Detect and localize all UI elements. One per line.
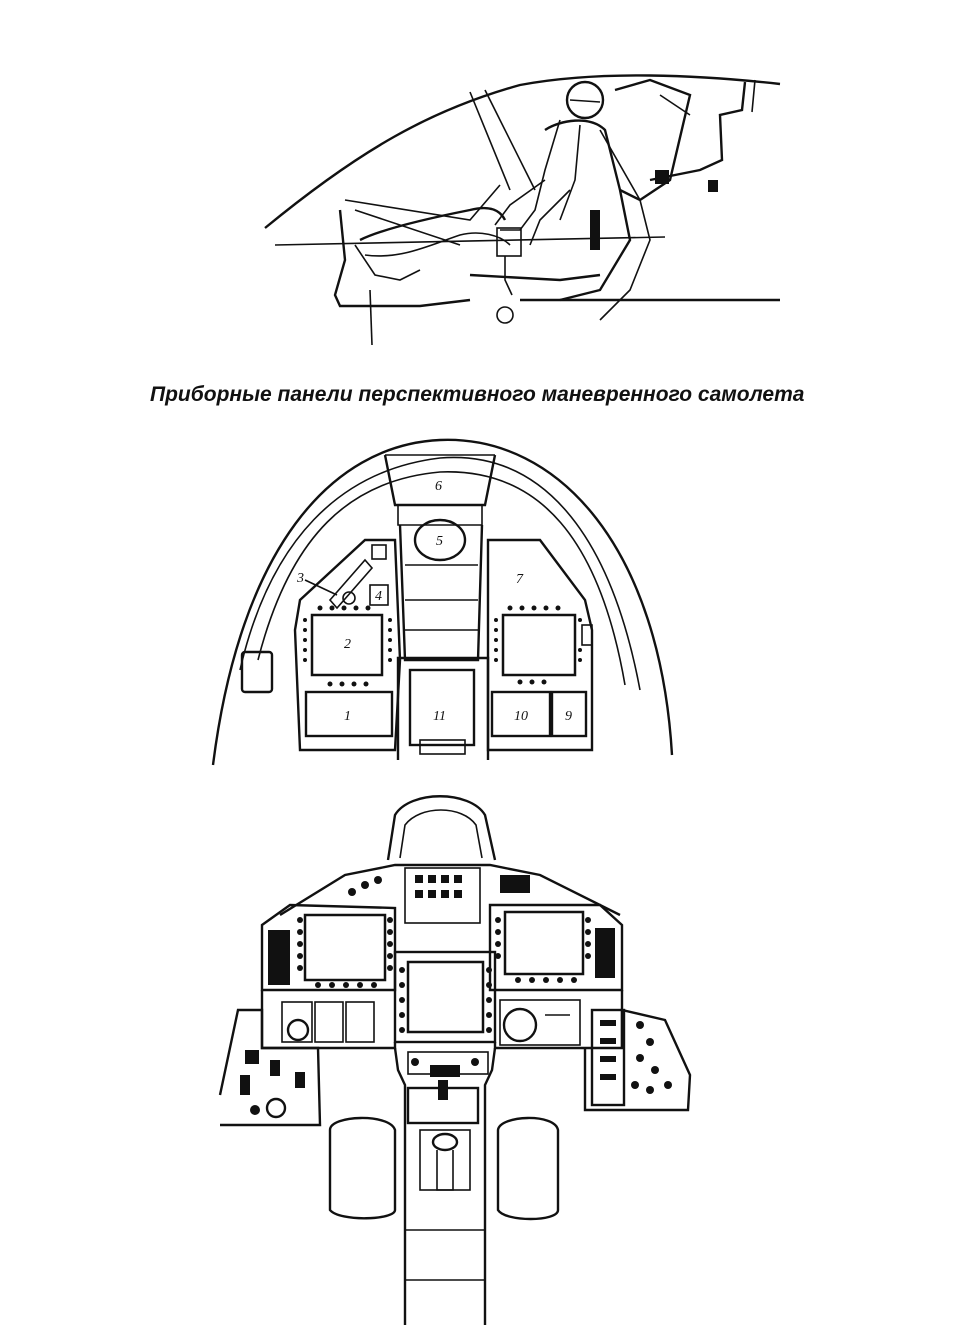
panel-label-11: 11	[433, 709, 446, 724]
cockpit-front-view-drawing	[0, 780, 961, 1325]
panel-label-7: 7	[516, 572, 524, 587]
figure-caption: Приборные панели перспективного маневрен…	[150, 383, 805, 406]
panel-label-6: 6	[435, 479, 442, 494]
panel-label-1: 1	[344, 709, 351, 724]
panel-label-9: 9	[565, 709, 572, 724]
panel-label-5: 5	[436, 534, 443, 549]
instrument-panel-schematic: 2 1 3 4 5 6 7 9 10 11	[0, 430, 961, 775]
panel-label-3: 3	[296, 571, 304, 586]
panel-label-2: 2	[344, 637, 351, 652]
panel-label-4: 4	[375, 589, 382, 604]
panel-label-10: 10	[514, 709, 528, 724]
side-view-cockpit-drawing	[0, 70, 961, 360]
